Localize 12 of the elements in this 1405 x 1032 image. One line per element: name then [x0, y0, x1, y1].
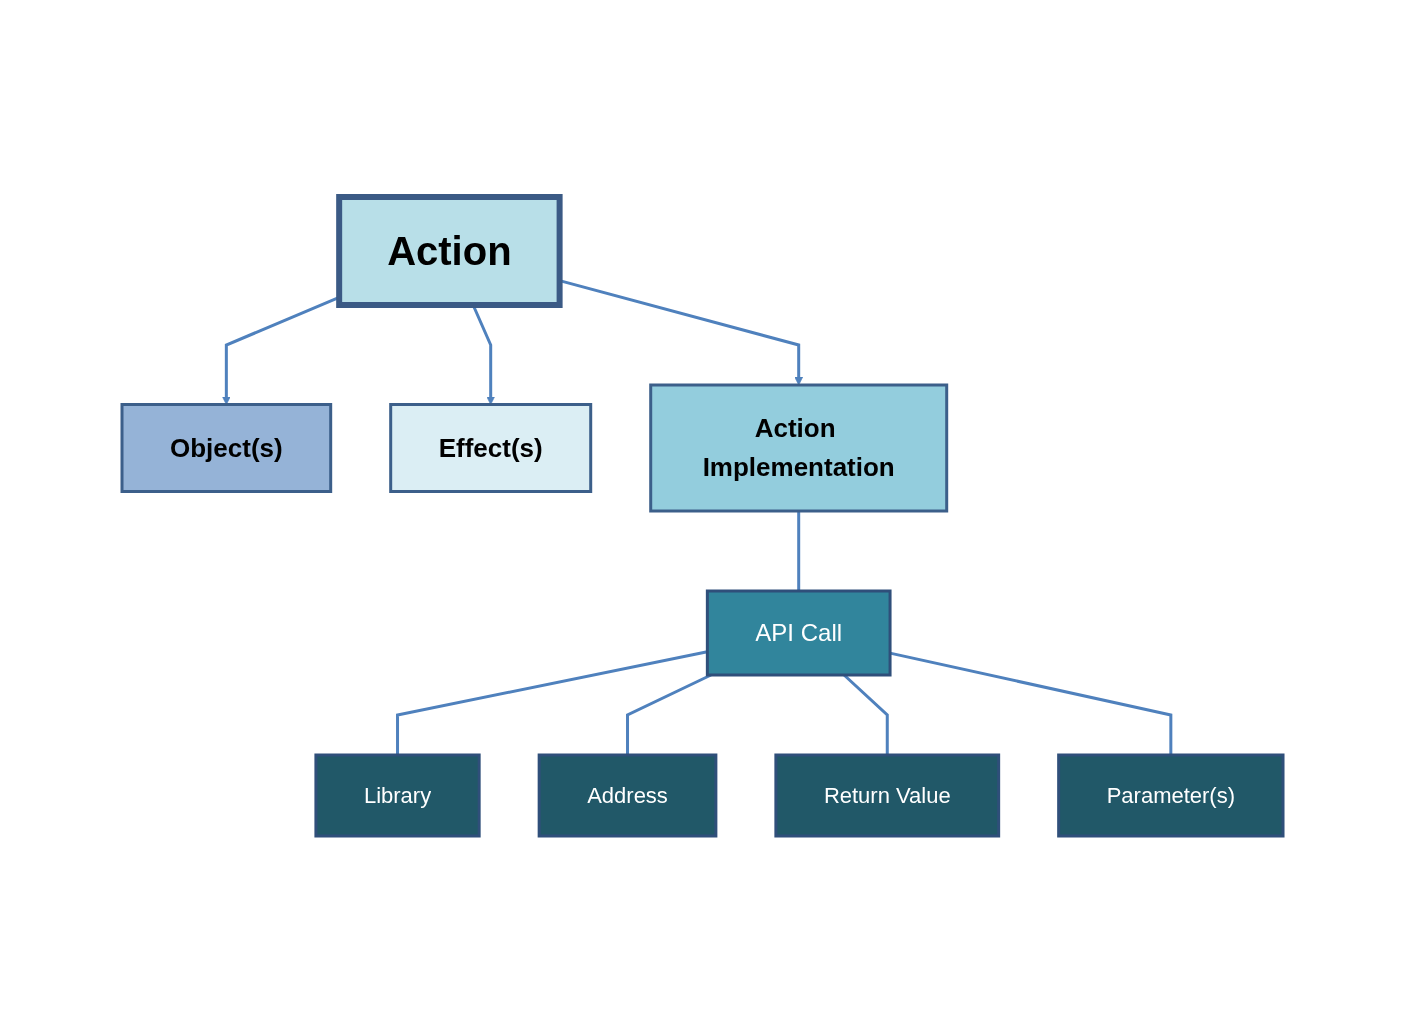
- node-box: Library: [314, 753, 481, 837]
- connector: [797, 510, 801, 591]
- node-box: API Call: [705, 589, 892, 676]
- node-box: Effect(s): [389, 402, 593, 493]
- node-box: Address: [537, 753, 718, 837]
- connector: [396, 649, 708, 755]
- node-box: Object(s): [120, 402, 333, 493]
- node-box: Return Value: [774, 753, 1001, 837]
- node-box: Action Implementation: [649, 383, 949, 512]
- node-box: Parameter(s): [1057, 753, 1285, 837]
- connector: [626, 673, 712, 755]
- node-box: Action: [336, 193, 563, 308]
